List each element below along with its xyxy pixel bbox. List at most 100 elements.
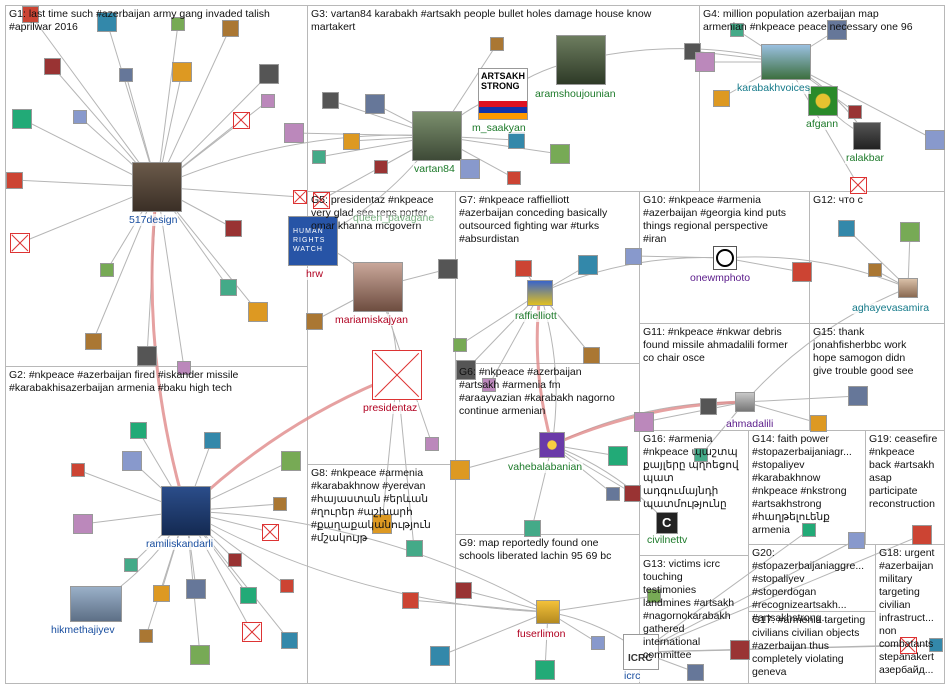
small-node[interactable]	[623, 484, 641, 502]
node-aghayevasamira[interactable]	[898, 278, 918, 298]
small-node[interactable]	[122, 451, 142, 471]
small-node[interactable]	[312, 191, 330, 209]
node-afgann[interactable]	[808, 86, 838, 116]
small-node[interactable]	[490, 37, 504, 51]
node-ralakbar[interactable]	[853, 122, 881, 150]
node-presidentaz[interactable]	[372, 350, 422, 400]
small-node[interactable]	[847, 531, 865, 549]
small-node[interactable]	[228, 553, 242, 567]
small-node[interactable]	[259, 64, 279, 84]
small-node[interactable]	[273, 497, 287, 511]
node-fuserlimon[interactable]	[536, 600, 560, 624]
small-node[interactable]	[293, 190, 307, 204]
small-node[interactable]	[177, 361, 191, 375]
small-node[interactable]	[507, 131, 525, 149]
small-node[interactable]	[190, 645, 210, 665]
small-node[interactable]	[695, 52, 715, 72]
small-node[interactable]	[71, 463, 85, 477]
small-node[interactable]	[203, 431, 221, 449]
small-node[interactable]	[119, 68, 133, 82]
small-node[interactable]	[242, 622, 262, 642]
small-node[interactable]	[100, 263, 114, 277]
small-node[interactable]	[152, 584, 170, 602]
small-node[interactable]	[21, 5, 39, 23]
small-node[interactable]	[10, 233, 30, 253]
small-node[interactable]	[365, 94, 385, 114]
node-vartan84[interactable]	[412, 111, 462, 161]
small-node[interactable]	[261, 94, 275, 108]
node-raffielliott[interactable]	[527, 280, 553, 306]
small-node[interactable]	[912, 525, 932, 545]
small-node[interactable]	[137, 346, 157, 366]
small-node[interactable]	[582, 346, 600, 364]
small-node[interactable]	[802, 523, 816, 537]
small-node[interactable]	[425, 437, 439, 451]
small-node[interactable]	[514, 259, 532, 277]
node-ramiliskandarli[interactable]	[161, 486, 211, 536]
node-hikmethajiyev[interactable]	[70, 586, 122, 622]
small-node[interactable]	[401, 591, 419, 609]
node-hrw[interactable]: HUMAN RIGHTS WATCH	[288, 216, 338, 266]
small-node[interactable]	[139, 629, 153, 643]
small-node[interactable]	[730, 23, 744, 37]
small-node[interactable]	[280, 631, 298, 649]
small-node[interactable]	[239, 586, 257, 604]
small-node[interactable]	[280, 579, 294, 593]
small-node[interactable]	[224, 219, 242, 237]
small-node[interactable]	[97, 12, 117, 32]
small-node[interactable]	[261, 523, 279, 541]
small-node[interactable]	[248, 302, 268, 322]
node-ahmadalili[interactable]	[735, 392, 755, 412]
node-m-saakyan[interactable]: ARTSAKH STRONG	[478, 68, 528, 120]
small-node[interactable]	[171, 17, 185, 31]
small-node[interactable]	[84, 332, 102, 350]
small-node[interactable]	[73, 110, 87, 124]
small-node[interactable]	[929, 638, 943, 652]
small-node[interactable]	[454, 581, 472, 599]
small-node[interactable]	[281, 451, 301, 471]
small-node[interactable]	[129, 421, 147, 439]
node-mariamiskajyan[interactable]	[353, 262, 403, 312]
small-node[interactable]	[550, 144, 570, 164]
small-node[interactable]	[899, 636, 917, 654]
small-node[interactable]	[124, 558, 138, 572]
node-onewmphoto[interactable]	[713, 246, 737, 270]
small-node[interactable]	[450, 460, 470, 480]
small-node[interactable]	[456, 360, 476, 380]
node-icrc[interactable]: ICRC	[623, 634, 659, 670]
small-node[interactable]	[172, 62, 192, 82]
node-karabakhvoices[interactable]	[761, 44, 811, 80]
small-node[interactable]	[837, 219, 855, 237]
small-node[interactable]	[12, 109, 32, 129]
small-node[interactable]	[186, 579, 206, 599]
node-civilnettv[interactable]: C	[656, 512, 678, 534]
small-node[interactable]	[232, 111, 250, 129]
small-node[interactable]	[699, 397, 717, 415]
small-node[interactable]	[868, 263, 882, 277]
small-node[interactable]	[372, 514, 392, 534]
small-node[interactable]	[578, 255, 598, 275]
small-node[interactable]	[374, 160, 388, 174]
small-node[interactable]	[849, 176, 867, 194]
small-node[interactable]	[5, 171, 23, 189]
small-node[interactable]	[900, 222, 920, 242]
small-node[interactable]	[305, 312, 323, 330]
node-517design[interactable]	[132, 162, 182, 212]
small-node[interactable]	[535, 660, 555, 680]
small-node[interactable]	[523, 519, 541, 537]
small-node[interactable]	[321, 91, 339, 109]
small-node[interactable]	[591, 636, 605, 650]
small-node[interactable]	[482, 378, 496, 392]
small-node[interactable]	[694, 448, 708, 462]
node-vahebalabanian[interactable]	[539, 432, 565, 458]
small-node[interactable]	[809, 414, 827, 432]
small-node[interactable]	[634, 412, 654, 432]
small-node[interactable]	[284, 123, 304, 143]
small-node[interactable]	[686, 663, 704, 681]
small-node[interactable]	[848, 105, 862, 119]
small-node[interactable]	[438, 259, 458, 279]
small-node[interactable]	[624, 247, 642, 265]
small-node[interactable]	[430, 646, 450, 666]
small-node[interactable]	[827, 20, 847, 40]
small-node[interactable]	[792, 262, 812, 282]
